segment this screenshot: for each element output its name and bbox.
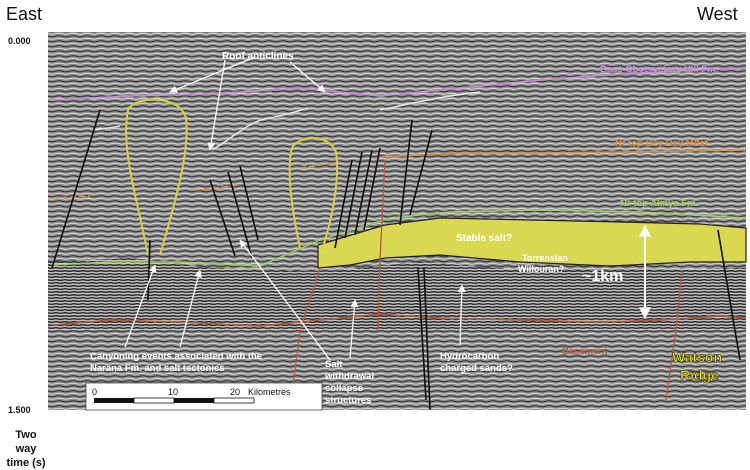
base-observatory-hill-label: Base Observatory Hill Fm. (600, 64, 718, 75)
hydrocarbon-label-line1: Hydrocarbon (440, 351, 499, 362)
salt-diapir-right (288, 137, 339, 251)
scale-bar: 0 10 20 Kilometres (85, 382, 323, 411)
basement-horizon (51, 313, 747, 327)
salt-diapir-left (125, 98, 188, 256)
scale-tick-20: 20 (230, 387, 240, 397)
strong-reflector-band (48, 258, 746, 330)
basement-fault-red-3 (665, 269, 683, 401)
salt-withdrawal-line1: Salt (325, 359, 343, 370)
willouran-label: Willouran? (518, 264, 564, 274)
watson-ridge-line2: Ridge (680, 367, 719, 383)
horizon-nr-top-dey-dey (379, 149, 747, 158)
horizon-base-observatory-hill (51, 67, 747, 101)
thickness-label: ~1km (582, 268, 623, 285)
salt-withdrawal-line3: collapse (325, 383, 363, 394)
salt-withdrawal-line2: withdrawal (324, 371, 374, 382)
scale-unit: Kilometres (248, 387, 291, 397)
roof-reflector-3 (94, 125, 121, 131)
nr-top-alinya-label: Nr top Alinya Fm. (620, 198, 698, 209)
horizon-nr-top-alinya (51, 209, 747, 267)
fault-lines (51, 109, 741, 411)
stable-salt-label: Stable salt? (456, 233, 512, 244)
time-tick-top: 0.000 (8, 36, 31, 46)
east-label: East (6, 4, 43, 24)
hydrocarbon-label-line2: charged sands? (440, 363, 513, 374)
canyoning-label-line1: Canyoning events associated with the (90, 351, 262, 362)
scale-tick-10: 10 (168, 387, 178, 397)
axis-title-line1: Two way (15, 429, 37, 455)
basement-label: Basement (562, 346, 608, 357)
scale-tick-0: 0 (92, 387, 97, 397)
roof-reflector-1 (211, 107, 309, 151)
annotation-arrows (124, 56, 466, 361)
torrensian-label: Torrensian (522, 253, 568, 263)
salt-withdrawal-line4: structures (325, 395, 371, 406)
canyoning-label-line2: Narana Fm. and salt tectonics (90, 363, 225, 374)
basement-fault-red-2 (377, 159, 386, 331)
roof-reflector-2 (379, 91, 481, 111)
time-tick-bottom: 1.500 (8, 405, 31, 415)
roof-anticlines-label: Roof anticlines (222, 51, 294, 62)
watson-ridge-line1: Watson (672, 349, 722, 365)
nr-top-dey-dey-label: Nr top Dey Dey Mdst (615, 138, 709, 149)
west-label: West (697, 4, 738, 24)
